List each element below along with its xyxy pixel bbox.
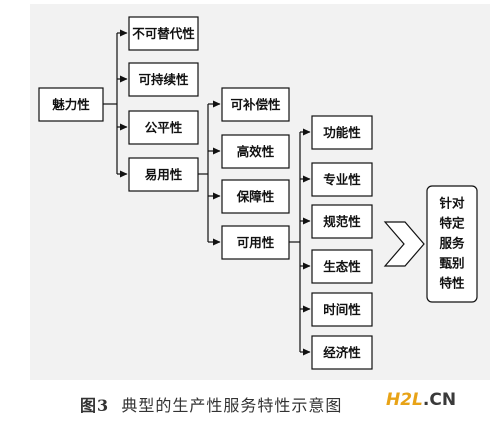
level1-box-1 <box>128 16 199 51</box>
level2-label-1: 可补偿性 <box>230 97 281 112</box>
figure-caption: 图3 典型的生产性服务特性示意图 <box>80 392 420 416</box>
level3-box-5 <box>311 292 373 327</box>
chevron-arrow-icon <box>383 221 425 267</box>
level3-box-1 <box>311 115 373 150</box>
watermark-logo: H2L.CN <box>386 390 496 416</box>
level3-label-2: 专业性 <box>323 172 361 187</box>
result-line-3: 服务 <box>439 236 465 251</box>
level1-label-2: 可持续性 <box>138 72 189 87</box>
level2-box-4 <box>221 225 290 260</box>
level1-box-2 <box>128 62 199 97</box>
level2-label-3: 保障性 <box>236 189 275 204</box>
level3-label-3: 规范性 <box>323 214 361 229</box>
level2-box-2 <box>221 134 290 169</box>
root-box <box>38 87 104 122</box>
result-line-4: 甄别 <box>439 256 464 271</box>
level3-box-2 <box>311 162 373 197</box>
level3-label-1: 功能性 <box>323 125 361 140</box>
level2-label-2: 高效性 <box>237 144 275 159</box>
result-box <box>426 185 478 303</box>
level3-label-4: 生态性 <box>323 259 361 274</box>
level1-label-1: 不可替代性 <box>132 26 195 41</box>
level3-label-5: 时间性 <box>323 302 361 317</box>
watermark-suffix: .CN <box>422 390 457 410</box>
level3-label-6: 经济性 <box>323 345 361 360</box>
result-line-5: 特性 <box>439 276 465 291</box>
result-line-2: 特定 <box>439 216 465 231</box>
watermark-brand: H2L <box>386 390 423 410</box>
level3-box-4 <box>311 249 373 284</box>
level1-box-4 <box>128 157 199 192</box>
result-line-1: 针对 <box>439 196 465 211</box>
root-label: 魅力性 <box>52 97 90 112</box>
level2-label-4: 可用性 <box>237 235 275 250</box>
caption-text: 典型的生产性服务特性示意图 <box>121 396 343 415</box>
connector-lines <box>103 29 311 356</box>
caption-label: 图3 <box>80 396 110 415</box>
level3-box-6 <box>311 335 373 370</box>
level1-label-4: 易用性 <box>145 167 183 182</box>
level2-box-3 <box>221 179 290 214</box>
level3-box-3 <box>311 204 373 239</box>
level1-box-3 <box>128 110 199 145</box>
level1-label-3: 公平性 <box>145 120 183 135</box>
level2-box-1 <box>221 87 290 122</box>
